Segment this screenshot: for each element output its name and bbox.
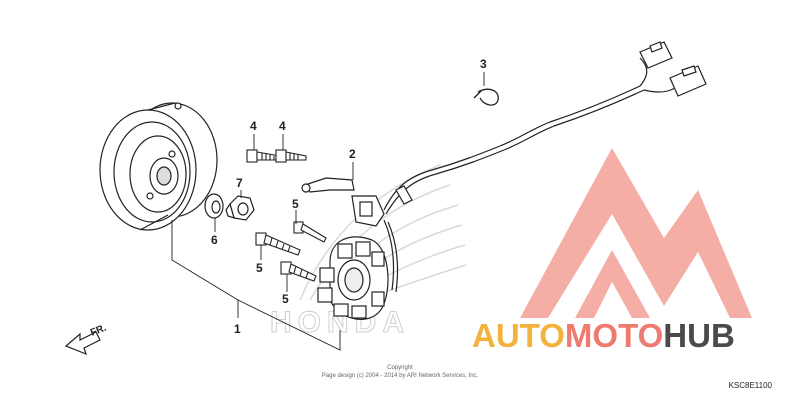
callout-7: 7 <box>236 176 243 190</box>
callout-4-right: 4 <box>279 119 286 133</box>
pulser-coil-part-2 <box>301 177 385 227</box>
watermark-auto: AUTO <box>472 317 565 354</box>
automotohub-logo-icon <box>520 148 752 318</box>
callout-5-upper: 5 <box>292 197 299 211</box>
callout-5-middle: 5 <box>256 261 263 275</box>
bolt-part-4-right <box>275 149 307 163</box>
callout-6: 6 <box>211 233 218 247</box>
callout-4-left: 4 <box>250 119 257 133</box>
automotohub-watermark: AUTOMOTOHUB <box>472 318 735 354</box>
watermark-moto: MOTO <box>564 317 664 354</box>
bolt-part-5-lower <box>280 261 317 282</box>
front-direction-arrow-icon <box>64 331 101 356</box>
callout-3: 3 <box>480 57 487 71</box>
callout-5-lower: 5 <box>282 292 289 306</box>
nut-part-7 <box>225 195 255 221</box>
callout-2: 2 <box>349 147 356 161</box>
copyright-notice: Page design (c) 2004 - 2014 by ARI Netwo… <box>321 373 479 379</box>
clip-part-3 <box>473 88 499 106</box>
washer-part-6 <box>204 193 224 219</box>
copyright-label: Copyright <box>387 365 413 371</box>
bolt-part-5-upper <box>293 221 327 243</box>
front-direction-label: FR. <box>89 322 108 338</box>
diagram-code: KSC8E1100 <box>728 381 772 390</box>
flywheel-rotor <box>99 102 218 231</box>
leader-lines <box>171 72 485 351</box>
stator-assembly <box>317 236 389 320</box>
watermark-hub: HUB <box>663 317 735 354</box>
connector-coupler-lower <box>669 65 707 97</box>
bolt-part-5-middle <box>255 232 301 256</box>
bolt-part-4-left <box>246 149 281 163</box>
callout-1: 1 <box>234 322 241 336</box>
connector-coupler-upper <box>639 41 673 69</box>
